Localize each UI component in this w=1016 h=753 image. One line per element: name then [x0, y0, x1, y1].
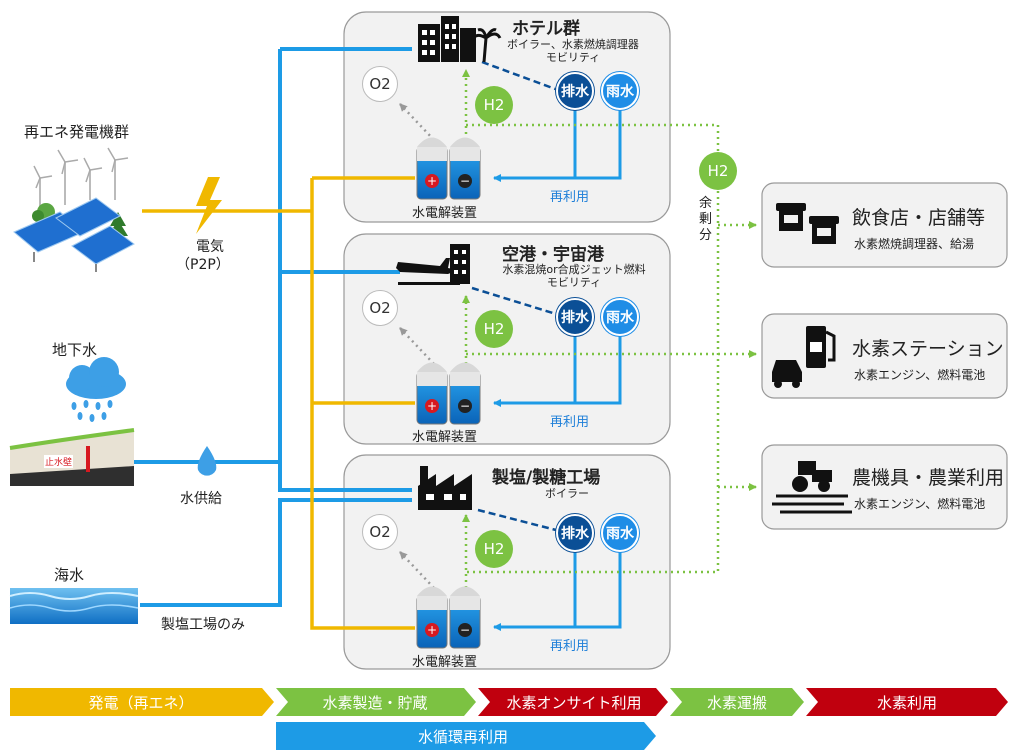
stage-arrows [10, 688, 1008, 750]
svg-text:+: + [427, 623, 437, 637]
seawater-illustration [9, 588, 139, 624]
reuse-label: 再利用 [550, 415, 590, 430]
reuse-label: 再利用 [550, 639, 590, 654]
surplus-h2-badge: H2 [699, 152, 737, 190]
panel-sub2-hotel: モビリティ [545, 51, 601, 64]
stage-onsite-label: 水素オンサイト利用 [506, 693, 642, 712]
renewable-generators-illustration [13, 147, 135, 272]
electrolyzer-label: 水電解装置 [412, 655, 478, 670]
surplus-label: 余剰分 [699, 196, 713, 243]
airplane-icon [396, 244, 470, 285]
electricity-label: 電気 [196, 239, 224, 255]
rain-badge: 雨水 [601, 72, 639, 110]
panel-sub1-factory: ボイラー [545, 487, 589, 500]
o2-badge: O2 [362, 290, 398, 326]
seawater-label: 海水 [54, 566, 85, 584]
rain-badge: 雨水 [601, 298, 639, 336]
svg-text:−: − [460, 174, 470, 188]
tractor-icon [772, 461, 852, 514]
factory-icon [418, 466, 472, 510]
stage-production-label: 水素製造・貯蔵 [322, 693, 428, 712]
reuse-label: 再利用 [550, 190, 590, 205]
o2-badge: O2 [362, 66, 398, 102]
electrolyzer-label: 水電解装置 [412, 206, 478, 221]
o2-dotted-arrows [399, 103, 435, 589]
renewable-label: 再エネ発電機群 [24, 123, 130, 141]
water-drop-icon [197, 446, 217, 476]
cutoff-wall-label: 止水壁 [44, 455, 74, 468]
svg-text:−: − [460, 623, 470, 637]
rain-cloud-icon [66, 357, 126, 422]
stage-use-label: 水素利用 [876, 693, 937, 712]
groundwater-label: 地下水 [52, 341, 98, 359]
electrolyzer-hotel: + − [416, 137, 481, 200]
drain-badge: 排水 [556, 298, 594, 336]
h2-badge: H2 [475, 310, 513, 348]
h2-dotted-lines [462, 69, 757, 588]
svg-text:−: − [460, 399, 470, 413]
svg-text:+: + [427, 399, 437, 413]
drain-dashed-lines [471, 60, 559, 532]
user-title-agri: 農機具・農業利用 [852, 467, 1005, 489]
hotel-building-icon [418, 16, 502, 63]
reuse-lines [493, 106, 622, 631]
user-title-station: 水素ステーション [852, 338, 1004, 360]
h2-badge: H2 [475, 86, 513, 124]
user-sub-restaurant: 水素燃焼調理器、給湯 [854, 237, 975, 251]
panel-title-airport: 空港・宇宙港 [502, 245, 604, 265]
drain-badge: 排水 [556, 514, 594, 552]
stage-water-cycle-label: 水循環再利用 [417, 727, 508, 746]
drain-badge: 排水 [556, 72, 594, 110]
electrolyzer-factory: + − [416, 586, 481, 649]
electrolyzer-airport: + − [416, 362, 481, 425]
p2p-label: （P2P） [176, 257, 230, 273]
panel-sub1-airport: 水素混焼or合成ジェット燃料 [502, 263, 646, 276]
lightning-bolt-icon [196, 177, 222, 234]
power-lines [142, 176, 415, 630]
rain-badge: 雨水 [601, 514, 639, 552]
stage-power-label: 発電（再エネ） [88, 693, 194, 712]
user-panel-agri [761, 444, 1008, 530]
panel-sub1-hotel: ボイラー、水素燃焼調理器 [507, 38, 639, 51]
o2-badge: O2 [362, 514, 398, 550]
user-sub-station: 水素エンジン、燃料電池 [854, 368, 986, 382]
user-title-restaurant: 飲食店・店舗等 [852, 207, 986, 229]
stage-transport-label: 水素運搬 [706, 693, 767, 712]
user-panel-restaurant [761, 182, 1008, 268]
electrolyzer-label: 水電解装置 [412, 430, 478, 445]
panel-title-factory: 製塩/製糖工場 [492, 468, 601, 488]
salt-only-label: 製塩工場のみ [161, 617, 245, 633]
user-sub-agri: 水素エンジン、燃料電池 [854, 497, 986, 511]
panel-sub2-airport: モビリティ [546, 276, 602, 289]
shop-icon [776, 203, 839, 244]
svg-text:+: + [427, 174, 437, 188]
panel-title-hotel: ホテル群 [512, 19, 580, 39]
water-supply-label: 水供給 [180, 491, 222, 507]
hydrogen-station-icon [772, 326, 836, 388]
h2-badge: H2 [475, 530, 513, 568]
